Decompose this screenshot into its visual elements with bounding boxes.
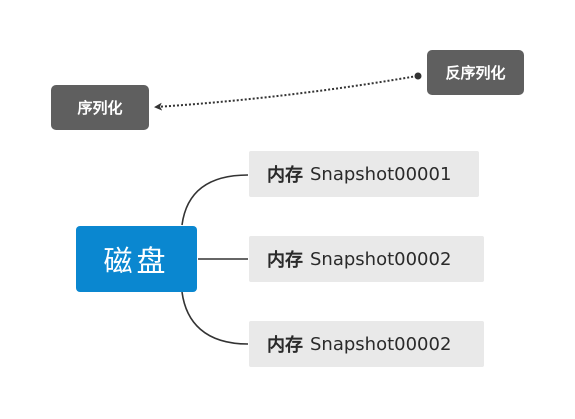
- memory-prefix: 内存: [267, 165, 303, 186]
- disk-root-node: 磁盘: [76, 226, 197, 292]
- connector-branch-1: [181, 174, 249, 226]
- deserialize-node: 反序列化: [427, 50, 524, 95]
- deserialize-label: 反序列化: [445, 64, 506, 82]
- memory-snapshot-node: 内存 Snapshot00002: [249, 236, 484, 282]
- connector-branch-3: [181, 291, 249, 345]
- memory-prefix: 内存: [267, 250, 303, 271]
- disk-label: 磁盘: [103, 244, 170, 278]
- snapshot-name: Snapshot00001: [310, 163, 452, 185]
- memory-prefix: 内存: [267, 335, 303, 356]
- memory-snapshot-node: 内存 Snapshot00001: [249, 151, 479, 197]
- serialize-label: 序列化: [77, 99, 123, 117]
- snapshot-name: Snapshot00002: [310, 333, 452, 355]
- snapshot-name: Snapshot00002: [310, 248, 452, 270]
- arrow-start-dot: [414, 72, 422, 80]
- deserialize-to-serialize-arrow: [154, 75, 418, 111]
- memory-snapshot-node: 内存 Snapshot00002: [249, 321, 484, 367]
- serialize-node: 序列化: [51, 85, 149, 130]
